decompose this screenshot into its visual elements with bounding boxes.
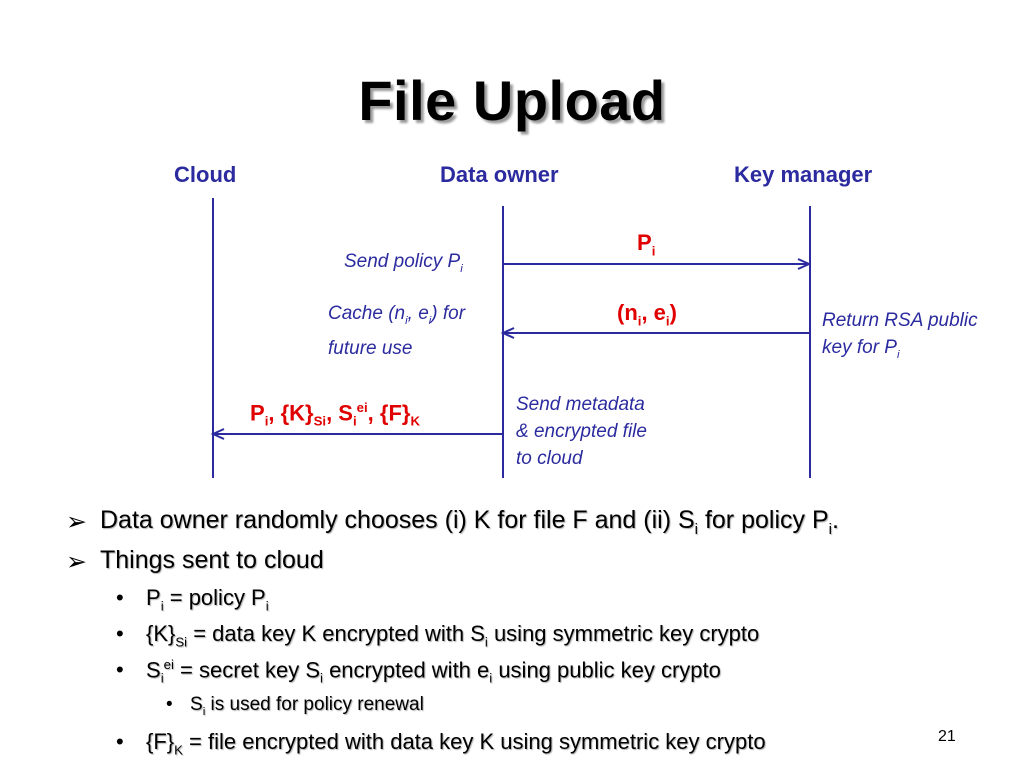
sub-bullet-secret-key: Siei = secret key Si encrypted with ei u… [146,657,721,686]
data-owner-lifeline [502,206,504,478]
page-title: File Upload [358,69,666,132]
arrow-bullet-marker: ➢ [66,508,87,536]
arrowhead-upload [210,428,225,440]
key-manager-lifeline [809,206,811,478]
label-send-metadata: Send metadata & encrypted file to cloud [516,394,647,469]
column-header-cloud: Cloud [174,162,237,187]
sub-bullet-file-encrypted: {F}K = file encrypted with data key K us… [146,729,766,758]
message-rsa-key: (ni, ei) [617,300,677,329]
dot-bullet-marker: • [116,729,124,754]
column-header-key-manager: Key manager [734,162,873,187]
cloud-lifeline [212,198,214,478]
bullet-things-sent: Things sent to cloud [100,546,324,574]
column-header-data-owner: Data owner [440,162,559,187]
label-cache: Cache (ni, ei) for future use [328,303,466,359]
label-return-rsa: Return RSA public key for Pi [822,310,978,361]
label-send-policy: Send policy Pi [344,251,463,275]
dot-bullet-marker: • [116,657,124,682]
sub-sub-bullet-renewal: Si is used for policy renewal [190,694,424,718]
bullet-random-keys: Data owner randomly chooses (i) K for fi… [100,506,839,538]
arrowhead-rsa-key [500,327,515,339]
dot-bullet-marker: • [116,585,124,610]
dot-bullet-marker: • [166,694,173,715]
dot-bullet-marker: • [116,621,124,646]
arrowhead-policy [797,258,812,270]
arrow-bullet-marker: ➢ [66,548,87,576]
page-number: 21 [938,728,956,745]
sub-bullet-policy: Pi = policy Pi [146,585,269,614]
message-policy: Pi [637,230,656,259]
message-upload: Pi, {K}Si, Siei, {F}K [250,400,420,429]
sub-bullet-data-key: {K}Si = data key K encrypted with Si usi… [146,621,760,650]
